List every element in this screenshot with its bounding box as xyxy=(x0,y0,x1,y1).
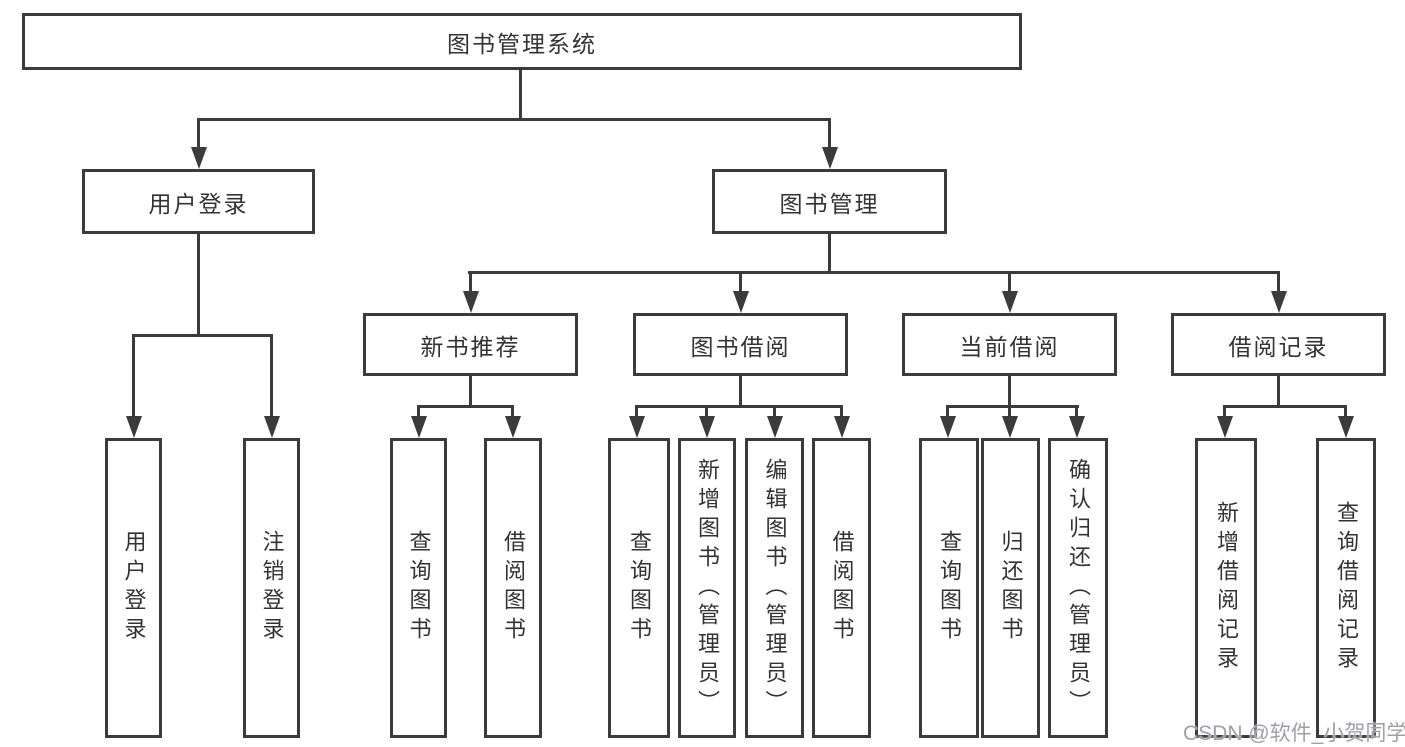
arrow-to-leaf-user-login xyxy=(132,334,135,416)
leaf-label: 借阅图书 xyxy=(829,530,855,646)
leaf-add-borrow-record: 新增借阅记录 xyxy=(1195,438,1257,738)
arrow-to-leaf-borrow-books-2 xyxy=(840,405,843,416)
arrow-to-leaf-edit-book xyxy=(773,405,776,416)
arrow-to-leaf-return-books xyxy=(1008,405,1011,416)
leaf-add-book-admin: 新增图书（管理员） xyxy=(678,438,736,738)
watermark: CSDN @软件_小贺同学 xyxy=(1183,722,1405,745)
connector-book-management-stem xyxy=(828,234,831,274)
node-label: 图书管理系统 xyxy=(447,30,597,57)
connector-book-management-bar xyxy=(468,271,1280,274)
arrow-to-current-borrow xyxy=(1008,271,1011,291)
node-book-borrow: 图书借阅 xyxy=(633,313,848,376)
leaf-query-books-3: 查询图书 xyxy=(919,438,979,738)
node-label: 图书借阅 xyxy=(690,333,791,360)
arrow-to-leaf-query-record xyxy=(1344,405,1347,416)
arrow-to-leaf-query-books-2 xyxy=(635,405,638,416)
leaf-query-books-1: 查询图书 xyxy=(390,438,447,738)
node-label: 图书管理 xyxy=(779,190,880,217)
node-current-borrow: 当前借阅 xyxy=(902,313,1117,376)
connector-current-borrow-stem xyxy=(1008,374,1011,408)
arrow-to-book-borrow xyxy=(739,271,742,291)
connector-root-stem xyxy=(519,69,522,121)
arrow-to-book-management xyxy=(828,118,831,147)
arrow-to-leaf-query-books-3 xyxy=(946,405,949,416)
leaf-label: 借阅图书 xyxy=(501,530,526,646)
arrow-to-leaf-query-books-1 xyxy=(417,405,420,416)
leaf-label: 确认归还（管理员） xyxy=(1066,457,1091,719)
node-book-management: 图书管理 xyxy=(712,169,947,234)
leaf-borrow-books-2: 借阅图书 xyxy=(812,438,871,738)
connector-book-borrow-stem xyxy=(739,374,742,408)
connector-new-book-recommend-bar xyxy=(417,405,513,408)
connector-book-borrow-bar xyxy=(635,405,843,408)
node-new-book-recommend: 新书推荐 xyxy=(363,313,578,376)
leaf-label: 新增图书（管理员） xyxy=(695,457,720,719)
arrow-to-user-login xyxy=(197,118,200,147)
node-label: 用户登录 xyxy=(148,190,249,217)
arrow-to-leaf-logout xyxy=(270,334,273,416)
node-user-login: 用户登录 xyxy=(82,169,315,234)
arrow-to-leaf-borrow-books-1 xyxy=(511,405,514,416)
leaf-label: 归还图书 xyxy=(998,530,1024,646)
leaf-edit-book-admin: 编辑图书（管理员） xyxy=(745,438,804,738)
leaf-return-books: 归还图书 xyxy=(981,438,1040,738)
node-label: 借阅记录 xyxy=(1228,333,1329,360)
arrow-to-new-book-recommend xyxy=(469,271,472,291)
leaf-label: 查询图书 xyxy=(937,530,962,646)
connector-user-login-bar xyxy=(132,334,273,337)
leaf-query-books-2: 查询图书 xyxy=(608,438,670,738)
connector-new-book-recommend-stem xyxy=(469,374,472,408)
leaf-query-borrow-record: 查询借阅记录 xyxy=(1316,438,1376,738)
connector-borrow-records-stem xyxy=(1277,374,1280,408)
node-library-management-system: 图书管理系统 xyxy=(22,13,1022,70)
arrow-to-leaf-confirm-return xyxy=(1075,405,1078,416)
leaf-label: 查询图书 xyxy=(627,530,652,646)
leaf-logout: 注销登录 xyxy=(243,438,300,738)
leaf-label: 查询图书 xyxy=(406,530,432,646)
leaf-label: 查询借阅记录 xyxy=(1334,501,1359,675)
node-label: 当前借阅 xyxy=(959,333,1060,360)
arrow-to-leaf-add-record xyxy=(1223,405,1226,416)
connector-current-borrow-bar xyxy=(946,405,1079,408)
node-borrow-records: 借阅记录 xyxy=(1171,313,1386,376)
leaf-label: 用户登录 xyxy=(121,530,147,646)
leaf-borrow-books-1: 借阅图书 xyxy=(484,438,542,738)
node-label: 新书推荐 xyxy=(420,333,521,360)
connector-root-bar xyxy=(197,118,831,121)
leaf-label: 新增借阅记录 xyxy=(1214,501,1239,675)
leaf-label: 注销登录 xyxy=(259,530,285,646)
arrow-to-borrow-records xyxy=(1277,271,1280,291)
connector-user-login-stem xyxy=(197,234,200,337)
arrow-to-leaf-add-book xyxy=(705,405,708,416)
leaf-label: 编辑图书（管理员） xyxy=(762,457,788,719)
leaf-confirm-return-admin: 确认归还（管理员） xyxy=(1048,438,1108,738)
connector-borrow-records-bar xyxy=(1223,405,1347,408)
leaf-user-login: 用户登录 xyxy=(105,438,162,738)
